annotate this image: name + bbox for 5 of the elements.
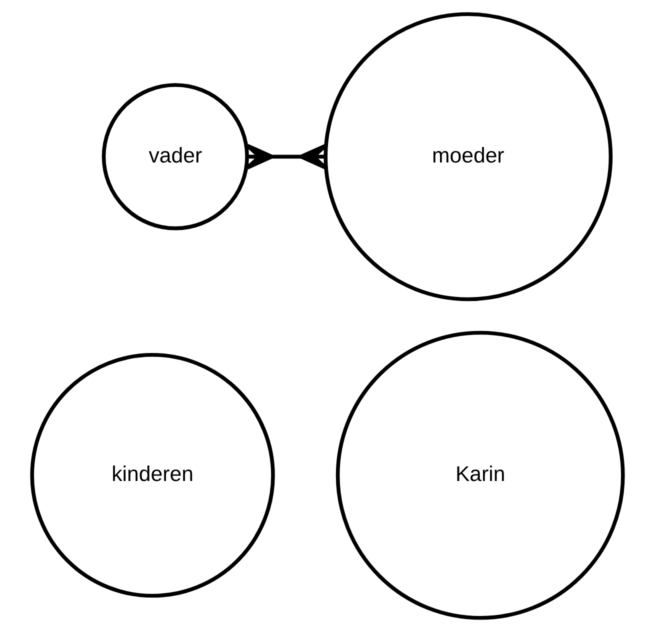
node-circle: moeder <box>323 12 612 302</box>
node-circle: Karin <box>335 330 624 620</box>
connector <box>245 144 327 170</box>
node-circle: kinderen <box>30 352 274 598</box>
node-circle: vader <box>101 83 248 230</box>
